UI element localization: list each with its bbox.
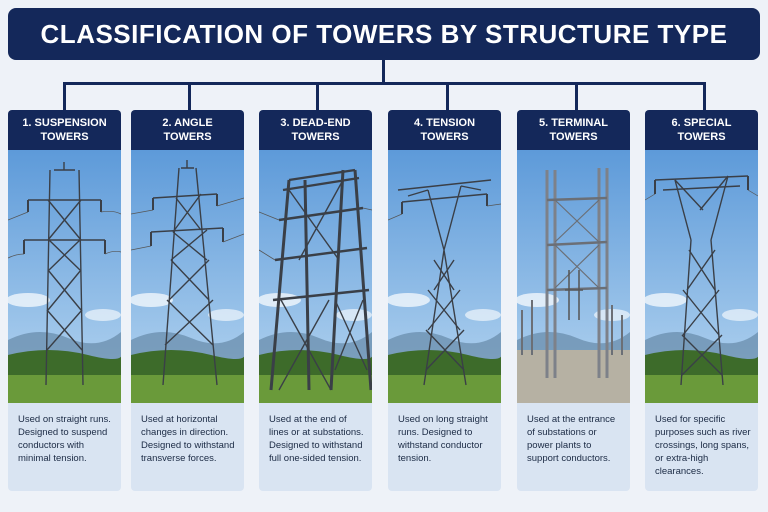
connector-drop-3	[316, 82, 319, 110]
card-heading: 3. DEAD-END TOWERS	[259, 110, 372, 150]
tower-card-2: 2. ANGLE TOWERS Used at horizontal chang…	[131, 110, 244, 491]
connector-drop-1	[63, 82, 66, 110]
special-tower-photo	[645, 150, 758, 403]
connector-stem	[382, 60, 385, 83]
suspension-tower-photo	[8, 150, 121, 403]
card-heading: 6. SPECIAL TOWERS	[645, 110, 758, 150]
title-banner: CLASSIFICATION OF TOWERS BY STRUCTURE TY…	[8, 8, 760, 60]
connector-drop-5	[575, 82, 578, 110]
dead-end-tower-photo	[259, 150, 372, 403]
tower-card-1: 1. SUSPENSION TOWERS Used on straight ru…	[8, 110, 121, 491]
connector-bar	[63, 82, 706, 85]
card-description: Used at horizontal changes in direction.…	[141, 414, 235, 464]
card-heading: 1. SUSPENSION TOWERS	[8, 110, 121, 150]
card-description: Used at the entrance of substations or p…	[527, 414, 616, 464]
terminal-tower-photo	[517, 150, 630, 403]
card-description: Used at the end of lines or at substatio…	[269, 414, 364, 464]
card-description: Used on long straight runs. Designed to …	[398, 414, 488, 464]
tower-card-4: 4. TENSION TOWERS Used on long straight …	[388, 110, 501, 491]
tower-card-3: 3. DEAD-END TOWERS Used at the end of li…	[259, 110, 372, 491]
card-description: Used on straight runs. Designed to suspe…	[18, 414, 111, 464]
tension-tower-photo	[388, 150, 501, 403]
connector-drop-2	[188, 82, 191, 110]
card-heading: 2. ANGLE TOWERS	[131, 110, 244, 150]
card-description: Used for specific purposes such as river…	[655, 414, 751, 477]
connector-drop-4	[446, 82, 449, 110]
card-heading: 5. TERMINAL TOWERS	[517, 110, 630, 150]
angle-tower-photo	[131, 150, 244, 403]
card-heading: 4. TENSION TOWERS	[388, 110, 501, 150]
tower-card-5: 5. TERMINAL TOWERS Used at the entrance …	[517, 110, 630, 491]
connector-drop-6	[703, 82, 706, 110]
page-title: CLASSIFICATION OF TOWERS BY STRUCTURE TY…	[40, 18, 728, 49]
tower-card-6: 6. SPECIAL TOWERS Used for specific purp…	[645, 110, 758, 491]
